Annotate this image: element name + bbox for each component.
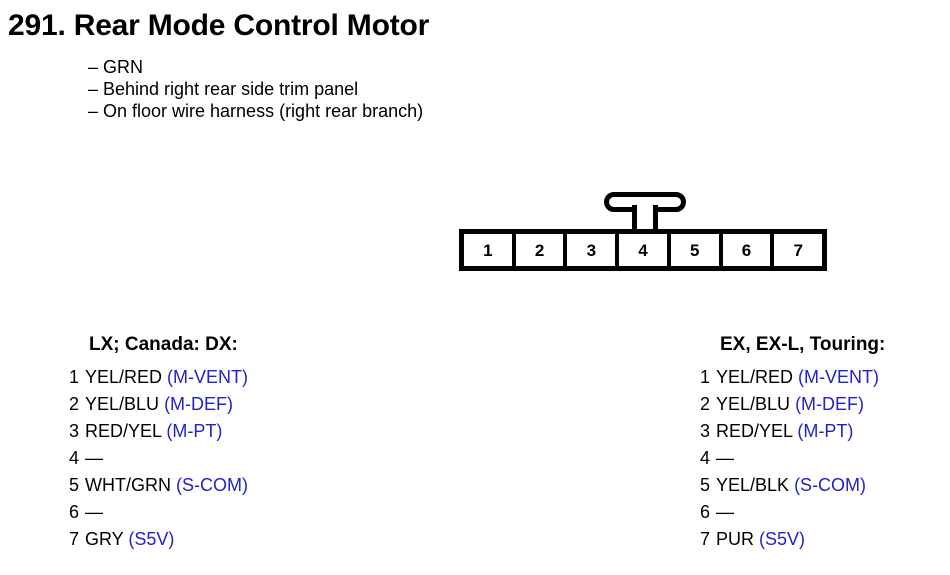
pin-wire-color: YEL/RED	[85, 367, 163, 387]
notes-list: –GRN –Behind right rear side trim panel …	[88, 56, 688, 122]
pin-number: 3	[69, 421, 80, 441]
pin-row: 6—	[69, 499, 248, 526]
pin-wire-color: PUR	[716, 529, 755, 549]
pin-number: 7	[700, 529, 711, 549]
pin-signal-name: (M-VENT)	[798, 367, 880, 387]
connector-body: 1 2 3 4 5 6 7	[459, 229, 827, 271]
pin-signal-name: (M-DEF)	[164, 394, 234, 414]
connector-pin-cell: 7	[774, 234, 823, 266]
pin-signal-name: (S5V)	[759, 529, 806, 549]
pin-number: 4	[700, 448, 711, 468]
note-text: Behind right rear side trim panel	[103, 79, 359, 99]
note-text: GRN	[103, 57, 143, 77]
pin-number: 4	[69, 448, 80, 468]
note-line: –Behind right rear side trim panel	[88, 78, 688, 100]
pin-wire-color: YEL/BLU	[85, 394, 160, 414]
pin-signal-name: (M-PT)	[166, 421, 223, 441]
pin-row: 4—	[700, 445, 885, 472]
pin-wire-color: YEL/RED	[716, 367, 794, 387]
pin-row: 4—	[69, 445, 248, 472]
connector-latch-icon	[604, 192, 686, 232]
pinout-heading: LX; Canada: DX:	[89, 334, 238, 355]
connector-pin-cell: 1	[464, 234, 512, 266]
pin-number: 5	[69, 475, 80, 495]
connector-pin-cell: 6	[722, 234, 771, 266]
pin-number: 7	[69, 529, 80, 549]
pin-number: 2	[700, 394, 711, 414]
pin-signal-name: (S-COM)	[176, 475, 248, 495]
note-line: –On floor wire harness (right rear branc…	[88, 100, 688, 122]
pin-signal-name: (S5V)	[128, 529, 175, 549]
pin-wire-color: YEL/BLU	[716, 394, 791, 414]
pin-signal-name: (M-VENT)	[167, 367, 249, 387]
pin-signal-name: (S-COM)	[794, 475, 867, 495]
note-text: On floor wire harness (right rear branch…	[103, 101, 424, 121]
page-title: 291. Rear Mode Control Motor	[8, 9, 430, 42]
pin-wire-color: —	[85, 502, 103, 522]
note-line: –GRN	[88, 56, 688, 78]
connector-pin-cell: 4	[619, 234, 667, 266]
note-dash: –	[88, 57, 99, 77]
pin-wire-color: RED/YEL	[85, 421, 162, 441]
pin-number: 5	[700, 475, 711, 495]
pinout-heading: EX, EX-L, Touring:	[720, 334, 886, 355]
connector-pin-cell: 2	[515, 234, 564, 266]
connector-pin-cell: 3	[567, 234, 616, 266]
pin-wire-color: GRY	[85, 529, 124, 549]
pin-number: 3	[700, 421, 711, 441]
pin-number: 6	[69, 502, 80, 522]
pin-number: 2	[69, 394, 80, 414]
pin-wire-color: —	[716, 448, 734, 468]
pin-wire-color: —	[85, 448, 103, 468]
pin-row: 6—	[700, 499, 885, 526]
note-dash: –	[88, 79, 99, 99]
pin-wire-color: RED/YEL	[716, 421, 793, 441]
latch-neck	[632, 205, 658, 232]
connector-pin-cell: 5	[670, 234, 719, 266]
pin-signal-name: (M-DEF)	[795, 394, 865, 414]
pin-wire-color: YEL/BLK	[716, 475, 790, 495]
pin-number: 1	[700, 367, 711, 387]
pin-wire-color: —	[716, 502, 734, 522]
pin-number: 1	[69, 367, 80, 387]
note-dash: –	[88, 101, 99, 121]
pin-signal-name: (M-PT)	[797, 421, 854, 441]
pin-number: 6	[700, 502, 711, 522]
pin-wire-color: WHT/GRN	[85, 475, 171, 495]
